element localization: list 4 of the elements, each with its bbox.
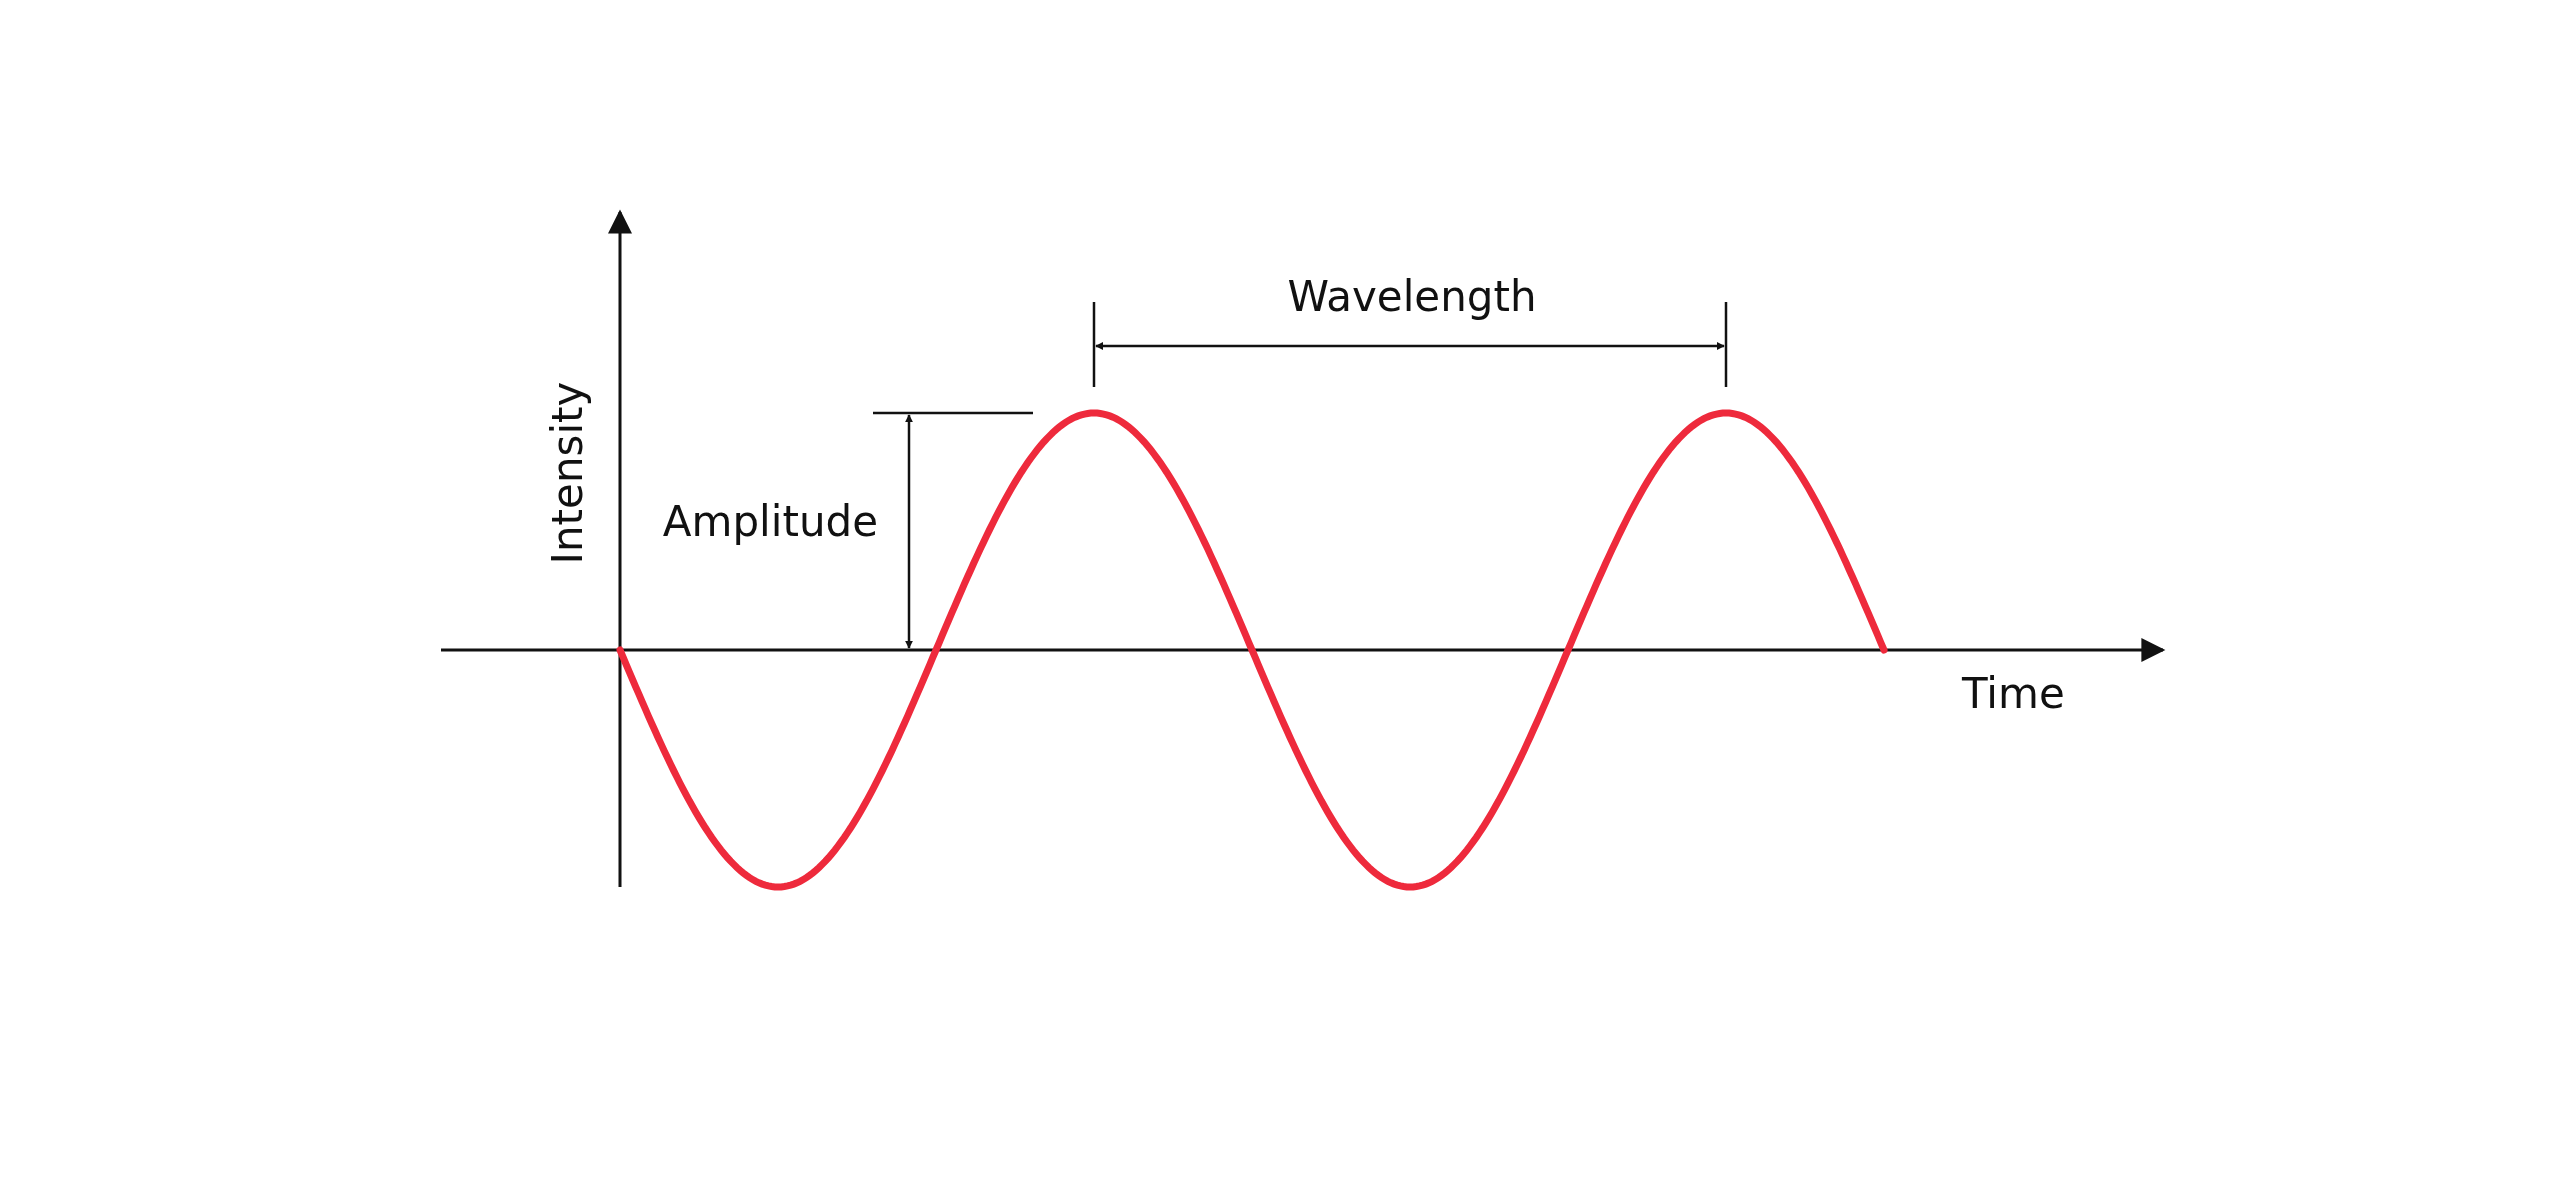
dimension-label: Wavelength: [1287, 276, 1537, 318]
axis-label: Intensity: [547, 381, 589, 565]
dimension-label: Amplitude: [662, 501, 878, 543]
axis-label: Time: [1962, 673, 2065, 715]
